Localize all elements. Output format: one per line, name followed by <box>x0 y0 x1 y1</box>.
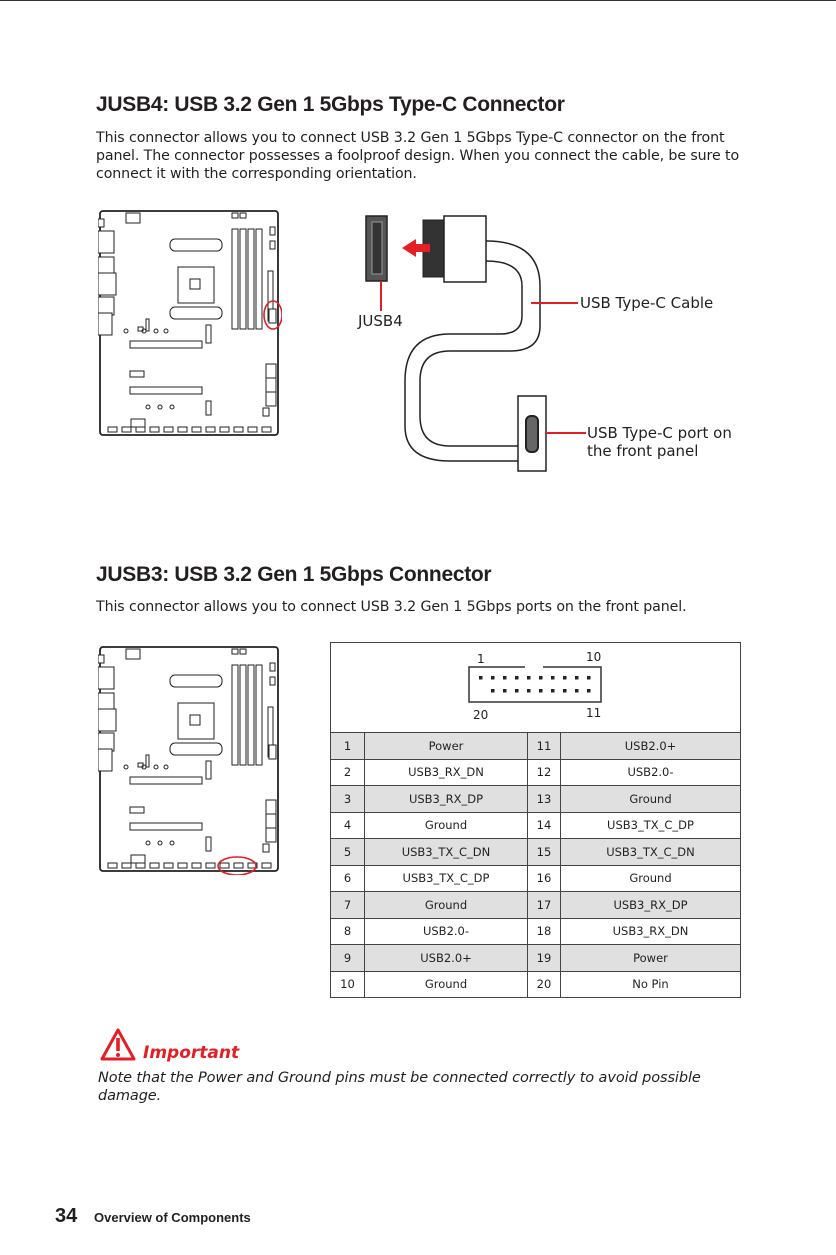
pin-number: 2 <box>330 758 365 786</box>
type-c-cable-diagram <box>365 215 586 472</box>
pin-number: 16 <box>527 864 561 892</box>
important-note: Note that the Power and Ground pins must… <box>98 1070 701 1104</box>
pin-number: 19 <box>527 944 561 972</box>
pin-number: 20 <box>527 970 561 998</box>
port-label-line1: USB Type-C port on <box>587 424 732 442</box>
pin-number: 15 <box>527 838 561 866</box>
section-title-jusb4: JUSB4: USB 3.2 Gen 1 5Gbps Type-C Connec… <box>96 93 565 116</box>
jusb3-highlight <box>217 856 257 875</box>
jusb4-label: JUSB4 <box>358 312 403 330</box>
pin-signal: Ground <box>364 891 528 919</box>
pin-signal: Ground <box>560 785 741 813</box>
pin-number: 7 <box>330 891 365 919</box>
motherboard-diagram-jusb4 <box>98 210 282 436</box>
pin-signal: USB3_RX_DP <box>560 891 741 919</box>
pin-number: 8 <box>330 917 365 945</box>
pin-signal: Power <box>364 732 528 760</box>
pin-signal: USB3_RX_DN <box>364 758 528 786</box>
motherboard-diagram-jusb3 <box>98 646 279 875</box>
pin-number: 12 <box>527 758 561 786</box>
page-number: 34 <box>55 1205 78 1227</box>
pin-signal: USB3_TX_C_DP <box>560 811 741 839</box>
pin-number: 9 <box>330 944 365 972</box>
pin-label-10: 10 <box>586 650 602 664</box>
section-body-jusb4: This connector allows you to connect USB… <box>96 130 740 182</box>
pin-signal: USB2.0+ <box>560 732 741 760</box>
pin-number: 3 <box>330 785 365 813</box>
pin-signal: Ground <box>364 970 528 998</box>
pin-signal: USB2.0+ <box>364 944 528 972</box>
important-title: Important <box>143 1043 240 1063</box>
pin-header-diagram <box>468 666 602 703</box>
pin-signal: USB3_RX_DP <box>364 785 528 813</box>
pin-signal: Ground <box>560 864 741 892</box>
pin-signal: USB3_TX_C_DN <box>560 838 741 866</box>
pin-signal: USB3_TX_C_DP <box>364 864 528 892</box>
pin-number: 11 <box>527 732 561 760</box>
pin-signal: Power <box>560 944 741 972</box>
pin-label-11: 11 <box>586 706 602 720</box>
pin-label-20: 20 <box>473 708 489 722</box>
pin-signal: USB2.0- <box>560 758 741 786</box>
pin-signal: USB3_TX_C_DN <box>364 838 528 866</box>
pin-signal: No Pin <box>560 970 741 998</box>
pin-number: 14 <box>527 811 561 839</box>
pin-number: 4 <box>330 811 365 839</box>
pin-signal: USB3_RX_DN <box>560 917 741 945</box>
footer-section: Overview of Components <box>94 1210 251 1225</box>
pin-header-diagram-cell: 1 10 20 11 <box>330 642 741 733</box>
section-body-jusb3: This connector allows you to connect USB… <box>96 599 687 615</box>
pin-signal: USB2.0- <box>364 917 528 945</box>
pin-number: 18 <box>527 917 561 945</box>
cable-label: USB Type-C Cable <box>580 294 714 312</box>
pin-signal: Ground <box>364 811 528 839</box>
section-title-jusb3: JUSB3: USB 3.2 Gen 1 5Gbps Connector <box>96 563 492 586</box>
jusb4-highlight <box>263 300 282 330</box>
pin-number: 17 <box>527 891 561 919</box>
pin-number: 10 <box>330 970 365 998</box>
port-label-line2: the front panel <box>587 442 699 460</box>
pin-label-1: 1 <box>477 652 485 666</box>
pin-number: 1 <box>330 732 365 760</box>
pin-number: 5 <box>330 838 365 866</box>
pin-number: 6 <box>330 864 365 892</box>
warning-icon <box>100 1028 136 1061</box>
pin-number: 13 <box>527 785 561 813</box>
